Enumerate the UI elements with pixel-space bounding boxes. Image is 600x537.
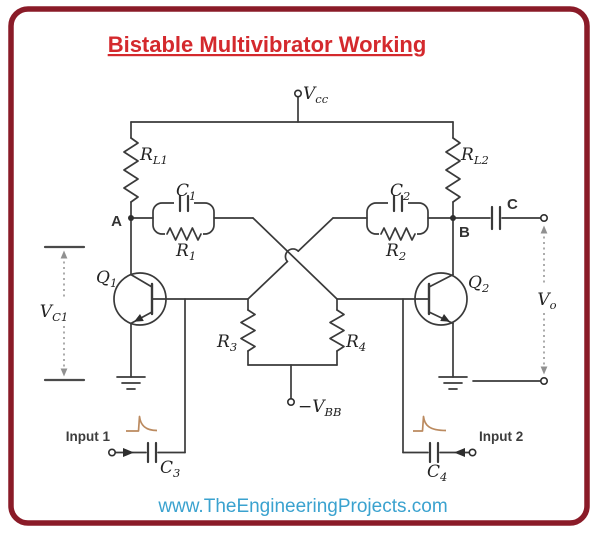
label-c3: C3 <box>160 458 180 480</box>
page-title: Bistable Multivibrator Working <box>108 32 427 57</box>
vo-measure: Vo <box>537 225 557 375</box>
ground-q2 <box>438 376 468 390</box>
resistor-r4: R4 <box>329 309 366 354</box>
resistor-rl1: RL1 <box>123 137 168 203</box>
vc1-measure: VC1 <box>40 245 86 382</box>
label-r2: R2 <box>385 241 406 263</box>
coupling-capacitor-c: C <box>490 196 518 231</box>
label-c4: C4 <box>427 462 447 484</box>
node-a-dot <box>128 215 134 221</box>
label-rl2: RL2 <box>460 145 489 167</box>
emitter-arrow-q2 <box>440 314 450 322</box>
vbb-terminal: −VBB <box>286 397 341 419</box>
transistor-q2: Q2 <box>414 272 489 326</box>
node-c-label: C <box>507 196 518 213</box>
label-vc1: VC1 <box>40 302 68 324</box>
label-q1: Q1 <box>96 268 117 290</box>
node-b-dot <box>450 215 456 221</box>
trigger-pulse-1 <box>126 415 158 432</box>
ground-q1 <box>116 376 146 390</box>
input1-arrow <box>123 448 134 457</box>
rc-network-1: C1 R1 <box>152 181 215 263</box>
label-r4: R4 <box>345 332 366 354</box>
label-c2: C2 <box>390 181 410 203</box>
node-b-label: B <box>459 224 470 241</box>
circuit-wires <box>114 96 542 454</box>
input2-terminal <box>468 448 477 457</box>
trigger-pulse-2 <box>413 415 447 432</box>
wire-hop <box>284 248 300 263</box>
label-vbb: −VBB <box>298 397 341 419</box>
node-a-label: A <box>111 213 122 230</box>
vcc-terminal: Vcc <box>293 84 329 106</box>
emitter-arrow-q1 <box>134 314 144 322</box>
resistor-r2 <box>380 227 416 241</box>
label-vo: Vo <box>537 290 556 312</box>
resistor-r1 <box>166 227 202 241</box>
label-c1: C1 <box>176 181 196 203</box>
footer-link: www.TheEngineeringProjects.com <box>157 496 447 517</box>
output-terminal-top <box>539 214 548 223</box>
input1-label: Input 1 <box>66 429 111 444</box>
rc-network-2: C2 R2 <box>366 181 429 263</box>
resistor-r3: R3 <box>216 309 256 354</box>
resistor-rl2: RL2 <box>445 137 489 203</box>
input2: Input 2 C4 <box>413 415 523 484</box>
input1-terminal <box>108 448 117 457</box>
label-r3: R3 <box>216 332 237 354</box>
input1: Input 1 C3 <box>66 415 180 480</box>
input2-label: Input 2 <box>479 429 523 444</box>
label-rl1: RL1 <box>139 145 168 167</box>
output-terminal-bottom <box>539 376 548 385</box>
label-vcc: Vcc <box>303 84 329 106</box>
label-r1: R1 <box>175 241 196 263</box>
diagram-border <box>8 6 590 526</box>
input2-arrow <box>454 448 465 457</box>
label-q2: Q2 <box>468 273 489 295</box>
transistor-q1: Q1 <box>96 268 167 326</box>
